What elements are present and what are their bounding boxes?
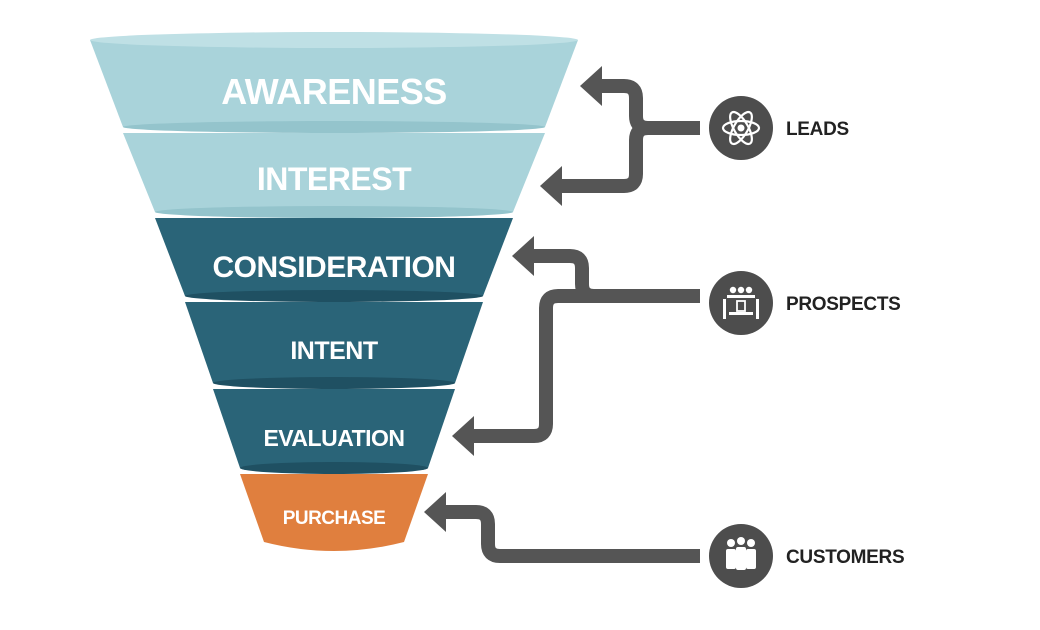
people-icon (726, 537, 756, 570)
funnel-layer-intent-bottom (213, 377, 455, 389)
funnel: AWARENESS INTEREST CONSIDERATION INTENT … (90, 32, 578, 551)
funnel-layer-awareness (90, 40, 578, 127)
stage-label-consideration: CONSIDERATION (213, 251, 456, 284)
stage-label-purchase: PURCHASE (283, 508, 386, 529)
atom-icon (721, 110, 761, 146)
prospects-arrow-evaluation (474, 289, 700, 443)
leads-arrowhead-awareness (580, 66, 602, 106)
meeting-icon (723, 286, 759, 319)
funnel-layer-interest-bottom (155, 206, 513, 218)
group-label-leads: LEADS (786, 119, 849, 140)
customers-arrow-purchase (446, 505, 700, 563)
group-prospects: PROSPECTS (709, 271, 901, 335)
funnel-layer-evaluation (213, 389, 455, 468)
group-leads: LEADS (709, 96, 849, 160)
prospects-icon-circle (709, 271, 773, 335)
funnel-layer-consideration-bottom (185, 290, 483, 302)
flow-arrows (424, 66, 700, 563)
customers-arrowhead-purchase (424, 492, 446, 532)
funnel-layer-awareness-bottom (123, 121, 545, 133)
funnel-layer-intent (185, 302, 483, 383)
prospects-arrowhead-evaluation (452, 416, 474, 456)
stage-label-evaluation: EVALUATION (263, 425, 404, 451)
funnel-layer-purchase (240, 474, 428, 551)
leads-arrow-interest (562, 121, 700, 193)
funnel-layer-evaluation-bottom (240, 462, 428, 474)
group-label-customers: CUSTOMERS (786, 547, 904, 568)
group-customers: CUSTOMERS (709, 524, 905, 588)
group-label-prospects: PROSPECTS (786, 294, 901, 315)
stage-label-awareness: AWARENESS (221, 71, 447, 112)
prospects-arrowhead-consideration (512, 236, 534, 276)
stage-label-intent: INTENT (290, 337, 378, 365)
funnel-layer-consideration (155, 218, 513, 296)
funnel-layer-interest (123, 133, 545, 212)
leads-arrowhead-interest (540, 166, 562, 206)
stage-label-interest: INTEREST (257, 161, 412, 197)
funnel-top-rim (90, 32, 578, 48)
